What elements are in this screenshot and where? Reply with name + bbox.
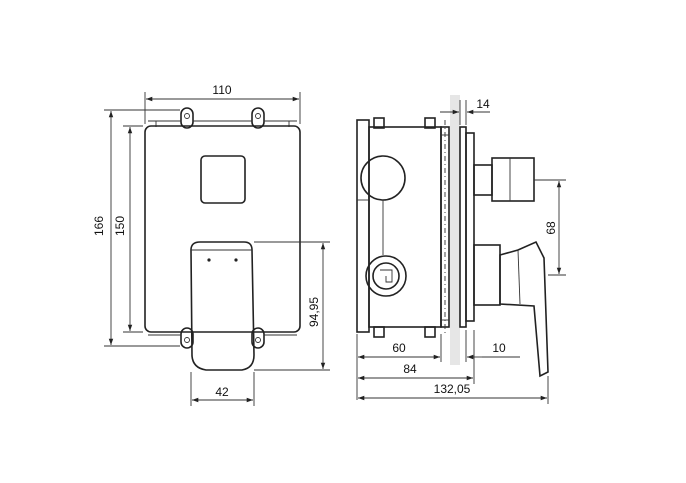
mixer-handle <box>190 241 255 371</box>
mixer-handle-side <box>473 240 549 378</box>
dim-height-inner-label: 150 <box>113 216 127 236</box>
dim-wall: 14 <box>440 97 490 125</box>
dim-height-outer-label: 166 <box>92 216 106 236</box>
side-view: 14 68 60 84 10 <box>356 95 566 404</box>
dim-offset: 68 <box>534 179 566 276</box>
dim-body-depth: 84 <box>358 330 475 384</box>
dim-offset-label: 68 <box>544 221 558 235</box>
dim-handle-depth-label: 10 <box>492 341 506 355</box>
dim-total-depth-label: 132,05 <box>434 382 471 396</box>
dim-box-depth: 60 <box>356 334 442 400</box>
mounting-lugs-bottom <box>148 327 297 349</box>
dim-handle-height-label: 94,95 <box>307 297 321 327</box>
diverter-knob <box>200 155 246 204</box>
cover-plate <box>144 125 301 333</box>
dim-width: 110 <box>144 83 301 124</box>
dim-height-outer: 166 <box>92 109 180 347</box>
dim-wall-label: 14 <box>476 97 490 111</box>
dim-handle-height: 94,95 <box>254 241 330 371</box>
wall-section <box>450 95 460 365</box>
dim-handle-width-label: 42 <box>215 385 229 399</box>
valve-body <box>356 117 475 338</box>
dim-handle-depth: 10 <box>465 330 520 362</box>
dim-total-depth: 132,05 <box>358 376 549 404</box>
mounting-lugs-top <box>148 107 297 129</box>
dim-height-inner: 150 <box>113 125 143 333</box>
dim-box-depth-label: 60 <box>392 341 406 355</box>
dim-body-depth-label: 84 <box>403 362 417 376</box>
dim-handle-width: 42 <box>190 372 255 406</box>
front-view: 110 166 150 94,95 42 <box>92 83 330 406</box>
diverter-knob-side <box>473 157 535 202</box>
dim-width-label: 110 <box>212 83 231 97</box>
